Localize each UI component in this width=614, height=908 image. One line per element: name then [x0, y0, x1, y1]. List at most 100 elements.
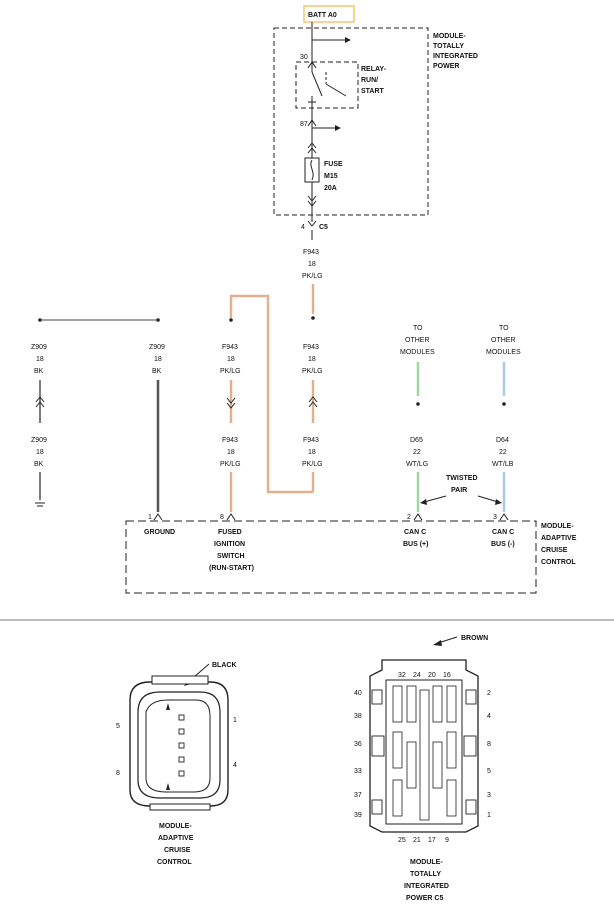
svg-text:IGNITION: IGNITION — [214, 541, 245, 548]
pin87-chevron-icon — [307, 119, 317, 127]
f943-mid-inline-connector-icon — [226, 397, 236, 409]
svg-text:BK: BK — [34, 368, 44, 375]
tip-connector-side-tab — [371, 735, 385, 757]
acc-pin3-number: 3 — [493, 514, 497, 521]
f943-upper-mid-label: F943 18 PK/LG — [220, 344, 241, 375]
svg-text:20A: 20A — [324, 185, 337, 192]
f943-lower-mid-label: F943 18 PK/LG — [220, 437, 241, 468]
acc-pin8-label: FUSED IGNITION SWITCH (RUN-START) — [209, 529, 254, 572]
z909-lower-left-label: Z909 18 BK — [31, 437, 47, 468]
svg-text:D65: D65 — [410, 437, 423, 444]
f943-right-inline-connector-icon — [308, 396, 318, 408]
tip-terminal-column — [406, 741, 417, 789]
tip-pin-1: 1 — [487, 812, 491, 819]
tip-pin-20: 20 — [428, 672, 436, 679]
fuse-upper-connector-icon — [307, 142, 317, 154]
splice-dot-mid — [229, 318, 233, 322]
tip-terminal-column — [392, 731, 403, 769]
svg-text:D64: D64 — [496, 437, 509, 444]
acc-pin-cavity — [178, 770, 185, 777]
svg-text:18: 18 — [154, 356, 162, 363]
acc-connector-caption-1: MODULE- — [159, 823, 192, 830]
z909-upper-left-label: Z909 18 BK — [31, 344, 47, 375]
tip-pin-37: 37 — [354, 792, 362, 799]
tip-pin-38: 38 — [354, 713, 362, 720]
svg-text:MODULES: MODULES — [486, 349, 521, 356]
svg-text:PK/LG: PK/LG — [220, 461, 241, 468]
acc-pin-cavity — [178, 756, 185, 763]
svg-text:PAIR: PAIR — [451, 487, 467, 494]
acc-connector-color-label: BLACK — [212, 662, 237, 669]
tip-connector-pointer-arrow-icon — [433, 640, 442, 646]
tip-connector-inner-face — [385, 679, 463, 825]
batt-box — [303, 5, 355, 23]
tip-terminal-column — [392, 779, 403, 817]
svg-text:18: 18 — [227, 356, 235, 363]
tip-connector-side-tab — [465, 689, 477, 705]
splice-dot-can-plus — [416, 402, 420, 406]
acc-pin2-number: 2 — [407, 514, 411, 521]
svg-text:MODULES: MODULES — [400, 349, 435, 356]
acc-connector-shell — [129, 681, 229, 807]
svg-text:22: 22 — [413, 449, 421, 456]
tip-pin-9: 9 — [445, 837, 449, 844]
acc-connector-caption-2: ADAPTIVE — [158, 835, 194, 842]
svg-text:18: 18 — [308, 449, 316, 456]
acc-connector-inner-shell — [137, 691, 221, 799]
acc-pin3-connector-icon — [499, 513, 509, 521]
pin87-label: 87 — [300, 121, 308, 128]
svg-text:BK: BK — [34, 461, 44, 468]
svg-text:Z909: Z909 — [31, 344, 47, 351]
svg-text:F943: F943 — [303, 344, 319, 351]
tip-connector-caption-3: INTEGRATED — [404, 883, 449, 890]
top-feed-wire-label: F943 18 PK/LG — [302, 249, 323, 280]
acc-connector-caption-3: CRUISE — [164, 847, 191, 854]
tip-pin-39: 39 — [354, 812, 362, 819]
tip-pin-17: 17 — [428, 837, 436, 844]
relay-switch-icon — [311, 71, 323, 97]
svg-text:MODULE-: MODULE- — [433, 33, 466, 40]
tip-terminal-column — [432, 741, 443, 789]
z909-upper-right-label: Z909 18 BK — [149, 344, 165, 375]
acc-pin8-connector-icon — [226, 513, 236, 521]
tip-connector-side-tab — [371, 689, 383, 705]
f943-lower-right-label: F943 18 PK/LG — [302, 437, 323, 468]
pin87-arrow-icon — [335, 125, 341, 131]
svg-text:18: 18 — [308, 356, 316, 363]
svg-text:M15: M15 — [324, 173, 338, 180]
acc-pin-cavity — [178, 728, 185, 735]
svg-text:SWITCH: SWITCH — [217, 553, 245, 560]
svg-text:FUSED: FUSED — [218, 529, 242, 536]
acc-connector-foot — [149, 803, 211, 811]
tip-terminal-column — [446, 685, 457, 723]
tip-pin-4: 4 — [487, 713, 491, 720]
splice-dot-right — [311, 316, 315, 320]
svg-text:CRUISE: CRUISE — [541, 547, 568, 554]
acc-pin2-connector-icon — [413, 513, 423, 521]
svg-text:CONTROL: CONTROL — [541, 559, 576, 566]
svg-text:F943: F943 — [222, 437, 238, 444]
f943-upper-right-label: F943 18 PK/LG — [302, 344, 323, 375]
svg-text:TOTALLY: TOTALLY — [433, 43, 464, 50]
tip-connector-caption-1: MODULE- — [410, 859, 443, 866]
acc-connector-key-icon — [166, 703, 170, 790]
svg-text:BUS (-): BUS (-) — [491, 541, 515, 548]
tip-connector-caption-4: POWER C5 — [406, 895, 443, 902]
acc-pin1-number: 1 — [148, 514, 152, 521]
svg-text:BK: BK — [152, 368, 162, 375]
fuse-element-icon — [310, 159, 314, 181]
svg-text:INTEGRATED: INTEGRATED — [433, 53, 478, 60]
tip-pin-16: 16 — [443, 672, 451, 679]
tip-pin-25: 25 — [398, 837, 406, 844]
tip-connector-side-tab — [463, 735, 477, 757]
tip-connector-side-tab — [465, 799, 477, 815]
svg-text:PK/LG: PK/LG — [302, 273, 323, 280]
twisted-pair-pointer-right — [477, 495, 499, 503]
acc-pin-cavity — [178, 714, 185, 721]
acc-module-title: MODULE- ADAPTIVE CRUISE CONTROL — [541, 523, 577, 566]
z909-inline-connector-icon — [35, 396, 45, 408]
svg-text:OTHER: OTHER — [491, 337, 516, 344]
svg-text:POWER: POWER — [433, 63, 459, 70]
